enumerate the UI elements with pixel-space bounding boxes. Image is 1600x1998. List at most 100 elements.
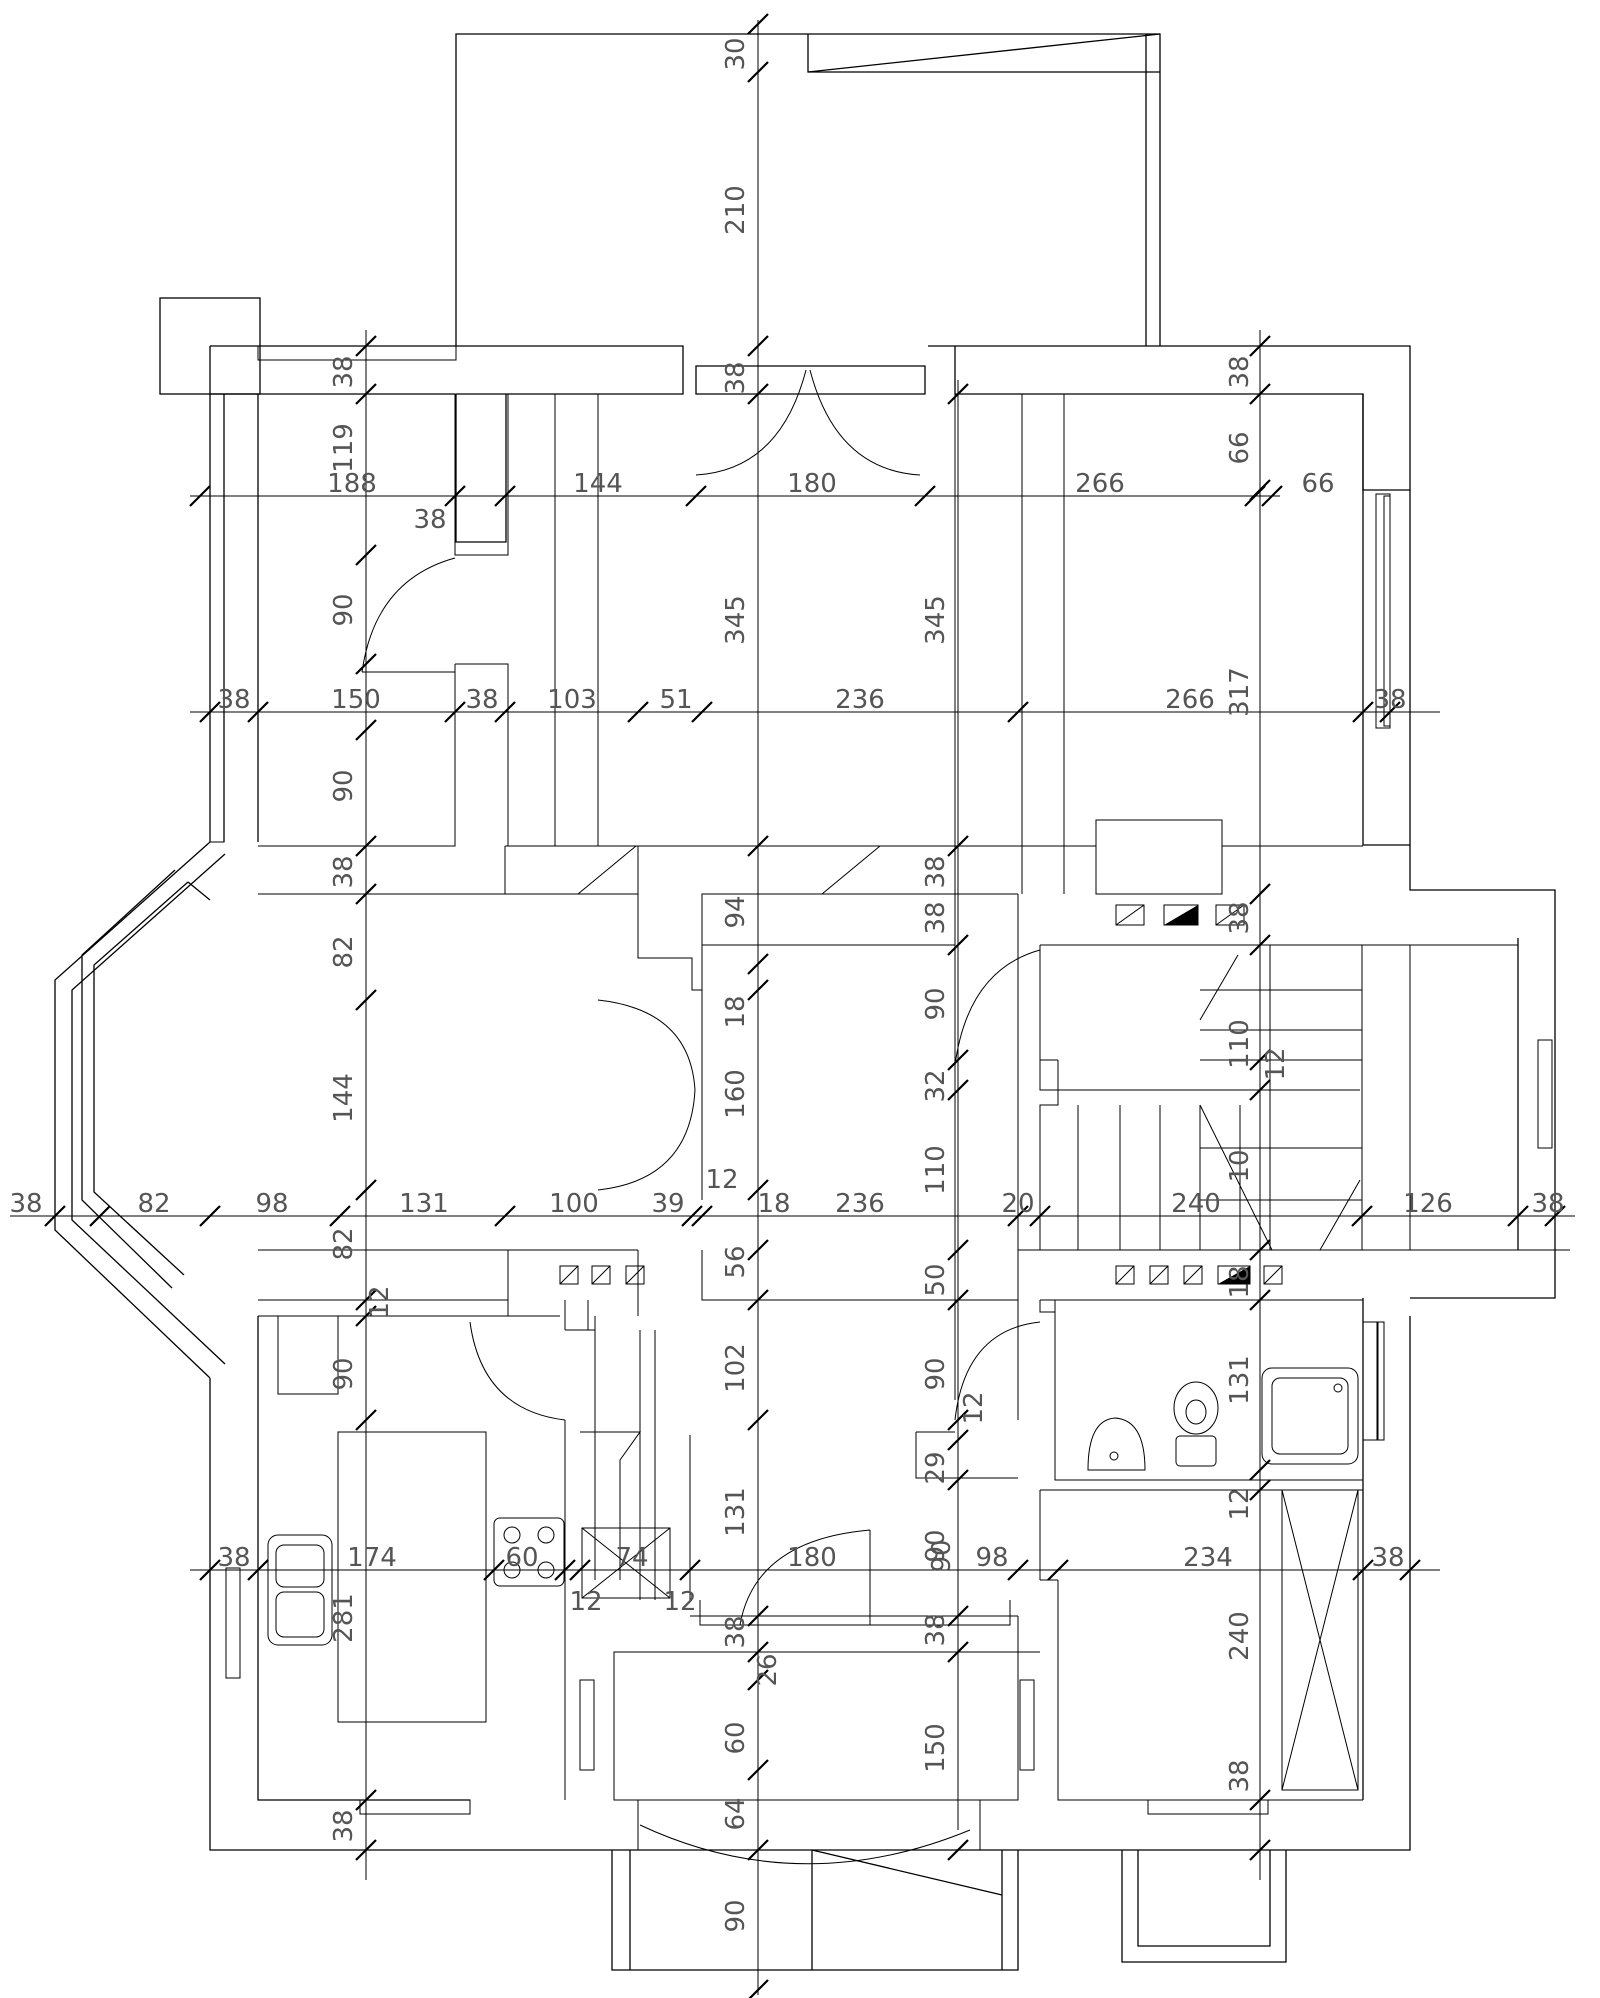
dim-text: 345 bbox=[721, 595, 751, 645]
dim-text: 38 bbox=[1531, 1189, 1564, 1219]
dim-text: 131 bbox=[1225, 1355, 1255, 1405]
dimension-tick bbox=[747, 1289, 769, 1311]
dim-text: 90 bbox=[921, 1357, 951, 1390]
dim-text: 126 bbox=[1403, 1189, 1453, 1219]
dim-text: 38 bbox=[217, 685, 250, 715]
dim-text: 38 bbox=[329, 855, 359, 888]
dim-text: 266 bbox=[1165, 685, 1215, 715]
dim-text: 74 bbox=[615, 1543, 648, 1573]
dim-text: 236 bbox=[835, 1189, 885, 1219]
dimension-tick bbox=[947, 1079, 969, 1101]
wardrobe-icon bbox=[1281, 1489, 1359, 1791]
dim-text: 119 bbox=[329, 423, 359, 473]
dim-text: 236 bbox=[835, 685, 885, 715]
dimension-tick bbox=[89, 1205, 111, 1227]
dim-text: 60 bbox=[505, 1543, 538, 1573]
dim-text: 60 bbox=[721, 1721, 751, 1754]
kitchen-sink-icon bbox=[267, 1534, 333, 1646]
dimension-tick bbox=[747, 13, 769, 35]
dim-text: 38 bbox=[1373, 685, 1406, 715]
dimension-tick bbox=[1544, 1205, 1566, 1227]
dim-text: 102 bbox=[721, 1343, 751, 1393]
bay-window bbox=[54, 841, 226, 1379]
dimension-tick bbox=[1029, 1205, 1051, 1227]
dimension-tick bbox=[554, 1559, 576, 1581]
dimension-tick bbox=[355, 544, 377, 566]
dimension-tick bbox=[747, 1409, 769, 1431]
dim-text: 131 bbox=[399, 1189, 449, 1219]
dim-text: 38 bbox=[9, 1189, 42, 1219]
dimension-tick bbox=[747, 335, 769, 357]
north-terrace bbox=[455, 33, 1161, 346]
dim-text: 38 bbox=[465, 685, 498, 715]
dimension-tick bbox=[747, 979, 769, 1001]
dim-text: 38 bbox=[413, 505, 446, 535]
dimension-tick bbox=[747, 61, 769, 83]
dim-text: 174 bbox=[347, 1543, 397, 1573]
dimension-tick bbox=[627, 701, 649, 723]
dim-text: 50 bbox=[921, 1263, 951, 1296]
dim-text: 144 bbox=[329, 1073, 359, 1123]
dimension-tick bbox=[355, 653, 377, 675]
dimension-tick bbox=[355, 989, 377, 1011]
dim-text: 150 bbox=[331, 685, 381, 715]
dim-text: 281 bbox=[329, 1593, 359, 1643]
dimension-tick bbox=[1379, 701, 1401, 723]
east-balcony bbox=[1121, 1850, 1287, 1963]
dimension-tick bbox=[947, 1239, 969, 1261]
dim-text: 38 bbox=[1225, 1759, 1255, 1792]
dimension-tick bbox=[1249, 383, 1271, 405]
dim-text: 38 bbox=[329, 355, 359, 388]
dim-text: 12 bbox=[365, 1285, 395, 1318]
dimension-tick bbox=[947, 1839, 969, 1861]
dimension-tick bbox=[569, 1559, 591, 1581]
dimension-tick bbox=[1249, 1839, 1271, 1861]
dimension-tick bbox=[947, 1641, 969, 1663]
dimension-tick bbox=[691, 1205, 713, 1227]
dim-text: 12 bbox=[959, 1391, 989, 1424]
dim-text: 90 bbox=[329, 1357, 359, 1390]
dim-text: 266 bbox=[1075, 469, 1125, 499]
dim-text: 82 bbox=[329, 935, 359, 968]
dimension-tick bbox=[199, 1205, 221, 1227]
dimension-tick bbox=[1399, 1559, 1421, 1581]
dimension-tick bbox=[247, 701, 269, 723]
kitchen-counter bbox=[277, 1315, 339, 1395]
dimension-tick bbox=[1007, 1559, 1029, 1581]
dimension-tick bbox=[947, 1289, 969, 1311]
dim-text: 38 bbox=[329, 1809, 359, 1842]
dimension-tick bbox=[1249, 1289, 1271, 1311]
dim-text: 20 bbox=[1001, 1189, 1034, 1219]
dimension-tick bbox=[355, 1305, 377, 1327]
dim-text: 10 bbox=[1225, 1149, 1255, 1182]
dimension-tick bbox=[747, 835, 769, 857]
dimension-tick bbox=[355, 835, 377, 857]
dimension-tick bbox=[1249, 335, 1271, 357]
dimension-tick bbox=[947, 1049, 969, 1071]
dim-text: 103 bbox=[547, 685, 597, 715]
kitchen-island bbox=[337, 1431, 487, 1723]
dimension-tick bbox=[679, 1559, 701, 1581]
dimension-tick bbox=[947, 383, 969, 405]
dim-text: 38 bbox=[921, 855, 951, 888]
dim-text: 18 bbox=[1225, 1265, 1255, 1298]
dimension-tick bbox=[355, 1839, 377, 1861]
dim-text: 12 bbox=[705, 1165, 738, 1195]
dim-text: 98 bbox=[975, 1543, 1008, 1573]
dim-text: 56 bbox=[721, 1245, 751, 1278]
dim-text: 180 bbox=[787, 469, 837, 499]
vent-ducts bbox=[559, 904, 1283, 1285]
dim-text: 38 bbox=[1225, 355, 1255, 388]
dim-text: 32 bbox=[921, 1069, 951, 1102]
stairs bbox=[1077, 954, 1362, 1251]
windows bbox=[209, 345, 1553, 1815]
dimension-tick bbox=[747, 1839, 769, 1861]
dimension-tick bbox=[747, 1759, 769, 1781]
dim-text: 18 bbox=[757, 1189, 790, 1219]
washbasin-icon bbox=[1087, 1417, 1146, 1471]
dim-text: 82 bbox=[329, 1227, 359, 1260]
dimension-tick bbox=[1249, 1079, 1271, 1101]
dimension-tick bbox=[747, 1641, 769, 1663]
dimension-tick bbox=[1249, 1049, 1271, 1071]
